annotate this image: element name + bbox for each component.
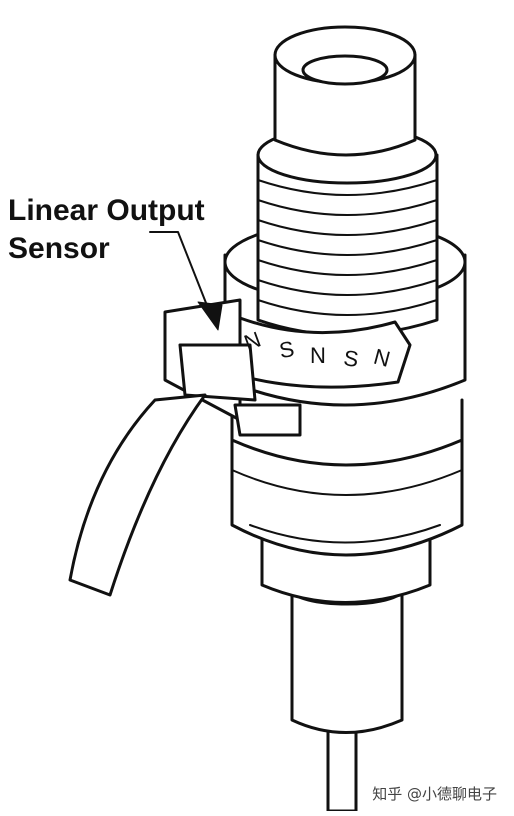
threaded-section xyxy=(256,125,439,337)
watermark: 知乎 @小德聊电子 xyxy=(369,782,500,805)
lower-body xyxy=(230,428,464,604)
magnet-pole-s: S xyxy=(277,336,296,363)
top-tube xyxy=(273,25,417,157)
magnet-pole-n: N xyxy=(310,343,326,368)
callout-line-1: Linear Output xyxy=(8,194,205,227)
callout-leader xyxy=(149,231,223,331)
magnet-pole-n: N xyxy=(371,344,393,372)
lower-shaft xyxy=(290,574,404,813)
callout-line-2: Sensor xyxy=(8,232,110,265)
magnet-pole-s: S xyxy=(342,345,360,372)
magnet-strip xyxy=(236,316,412,389)
callout-label: Linear Output Sensor xyxy=(8,192,205,268)
cable xyxy=(68,393,207,597)
